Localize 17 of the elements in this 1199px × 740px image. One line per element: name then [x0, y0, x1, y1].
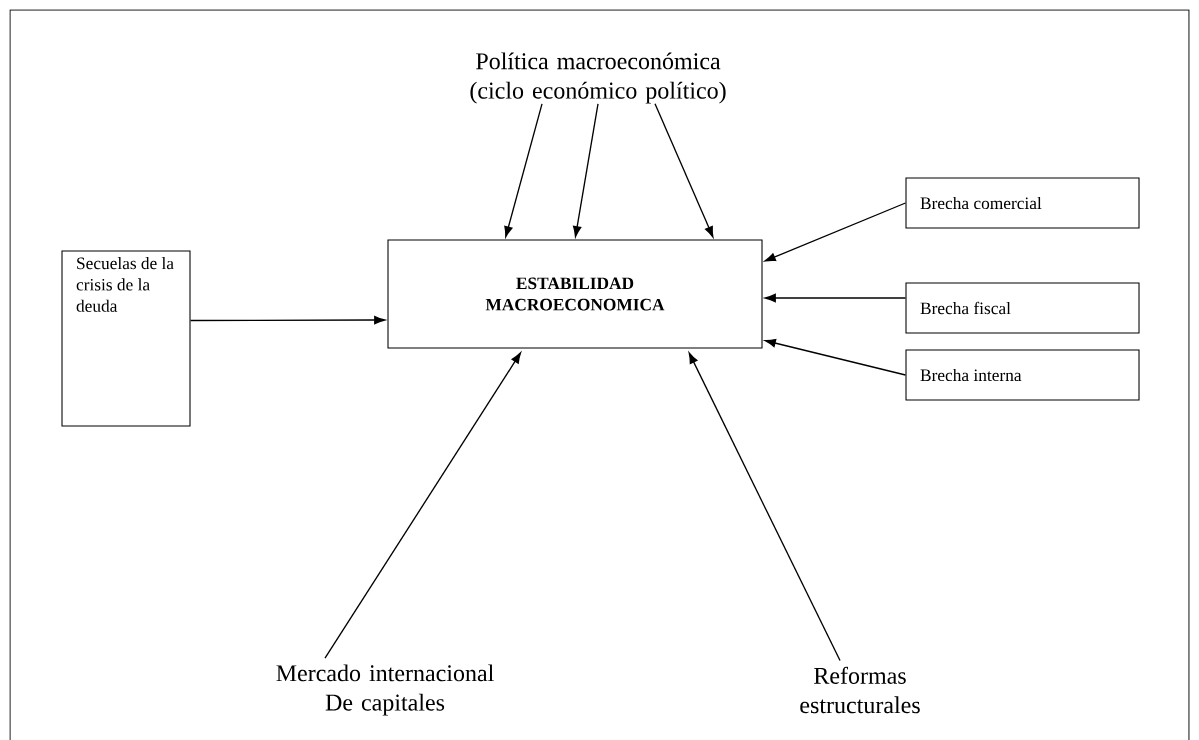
arrow: [504, 103, 543, 238]
arrow: [764, 202, 907, 262]
factor-text: Reformas estructurales: [800, 666, 920, 714]
arrow: [654, 103, 714, 238]
process-box: Brecha comercial: [905, 177, 1140, 229]
process-box: Secuelas de la crisis de la deuda: [61, 250, 191, 427]
arrow: [764, 338, 907, 376]
central-box: ESTABILIDAD MACROECONOMICA: [387, 239, 763, 349]
arrow: [189, 315, 386, 325]
process-box: Brecha interna: [905, 349, 1140, 401]
arrow: [688, 352, 841, 662]
arrow: [572, 103, 599, 238]
process-box: Brecha fiscal: [905, 282, 1140, 334]
heading-text: Política macroeconómica (ciclo económico político): [470, 52, 726, 104]
arrow: [324, 352, 522, 659]
arrow: [764, 293, 907, 303]
factor-text: Mercado internacional De capitales: [276, 664, 494, 716]
